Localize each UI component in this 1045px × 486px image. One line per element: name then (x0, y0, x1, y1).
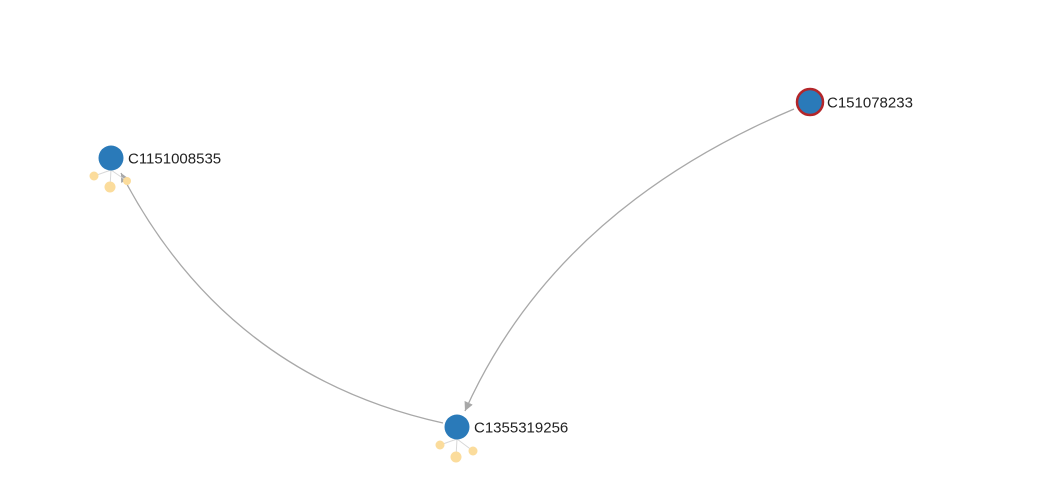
graph-node-c151078233[interactable]: C151078233 (795, 87, 913, 117)
leaf-cluster-c1355319256 (435, 438, 478, 463)
node-label: C151078233 (827, 95, 913, 112)
leaf-node (435, 440, 445, 450)
leaf-node (123, 177, 131, 185)
graph-node-c1151008535[interactable]: C1151008535 (98, 145, 222, 171)
edge-c1355319256-to-c1151008535[interactable] (120, 172, 444, 424)
node-circle[interactable] (98, 145, 124, 171)
node-circle[interactable] (444, 414, 470, 440)
leaf-node (468, 446, 478, 456)
graph-node-c1355319256[interactable]: C1355319256 (444, 414, 569, 440)
node-label: C1151008535 (128, 151, 221, 168)
edges-layer (120, 108, 795, 424)
node-circle-selected[interactable] (795, 87, 825, 117)
leaf-cluster-c1151008535 (89, 169, 131, 193)
leaf-node (89, 171, 99, 181)
leaf-node (104, 181, 116, 193)
leaf-node (450, 451, 462, 463)
edge-c151078233-to-c1355319256[interactable] (464, 108, 795, 412)
node-label: C1355319256 (474, 420, 568, 437)
